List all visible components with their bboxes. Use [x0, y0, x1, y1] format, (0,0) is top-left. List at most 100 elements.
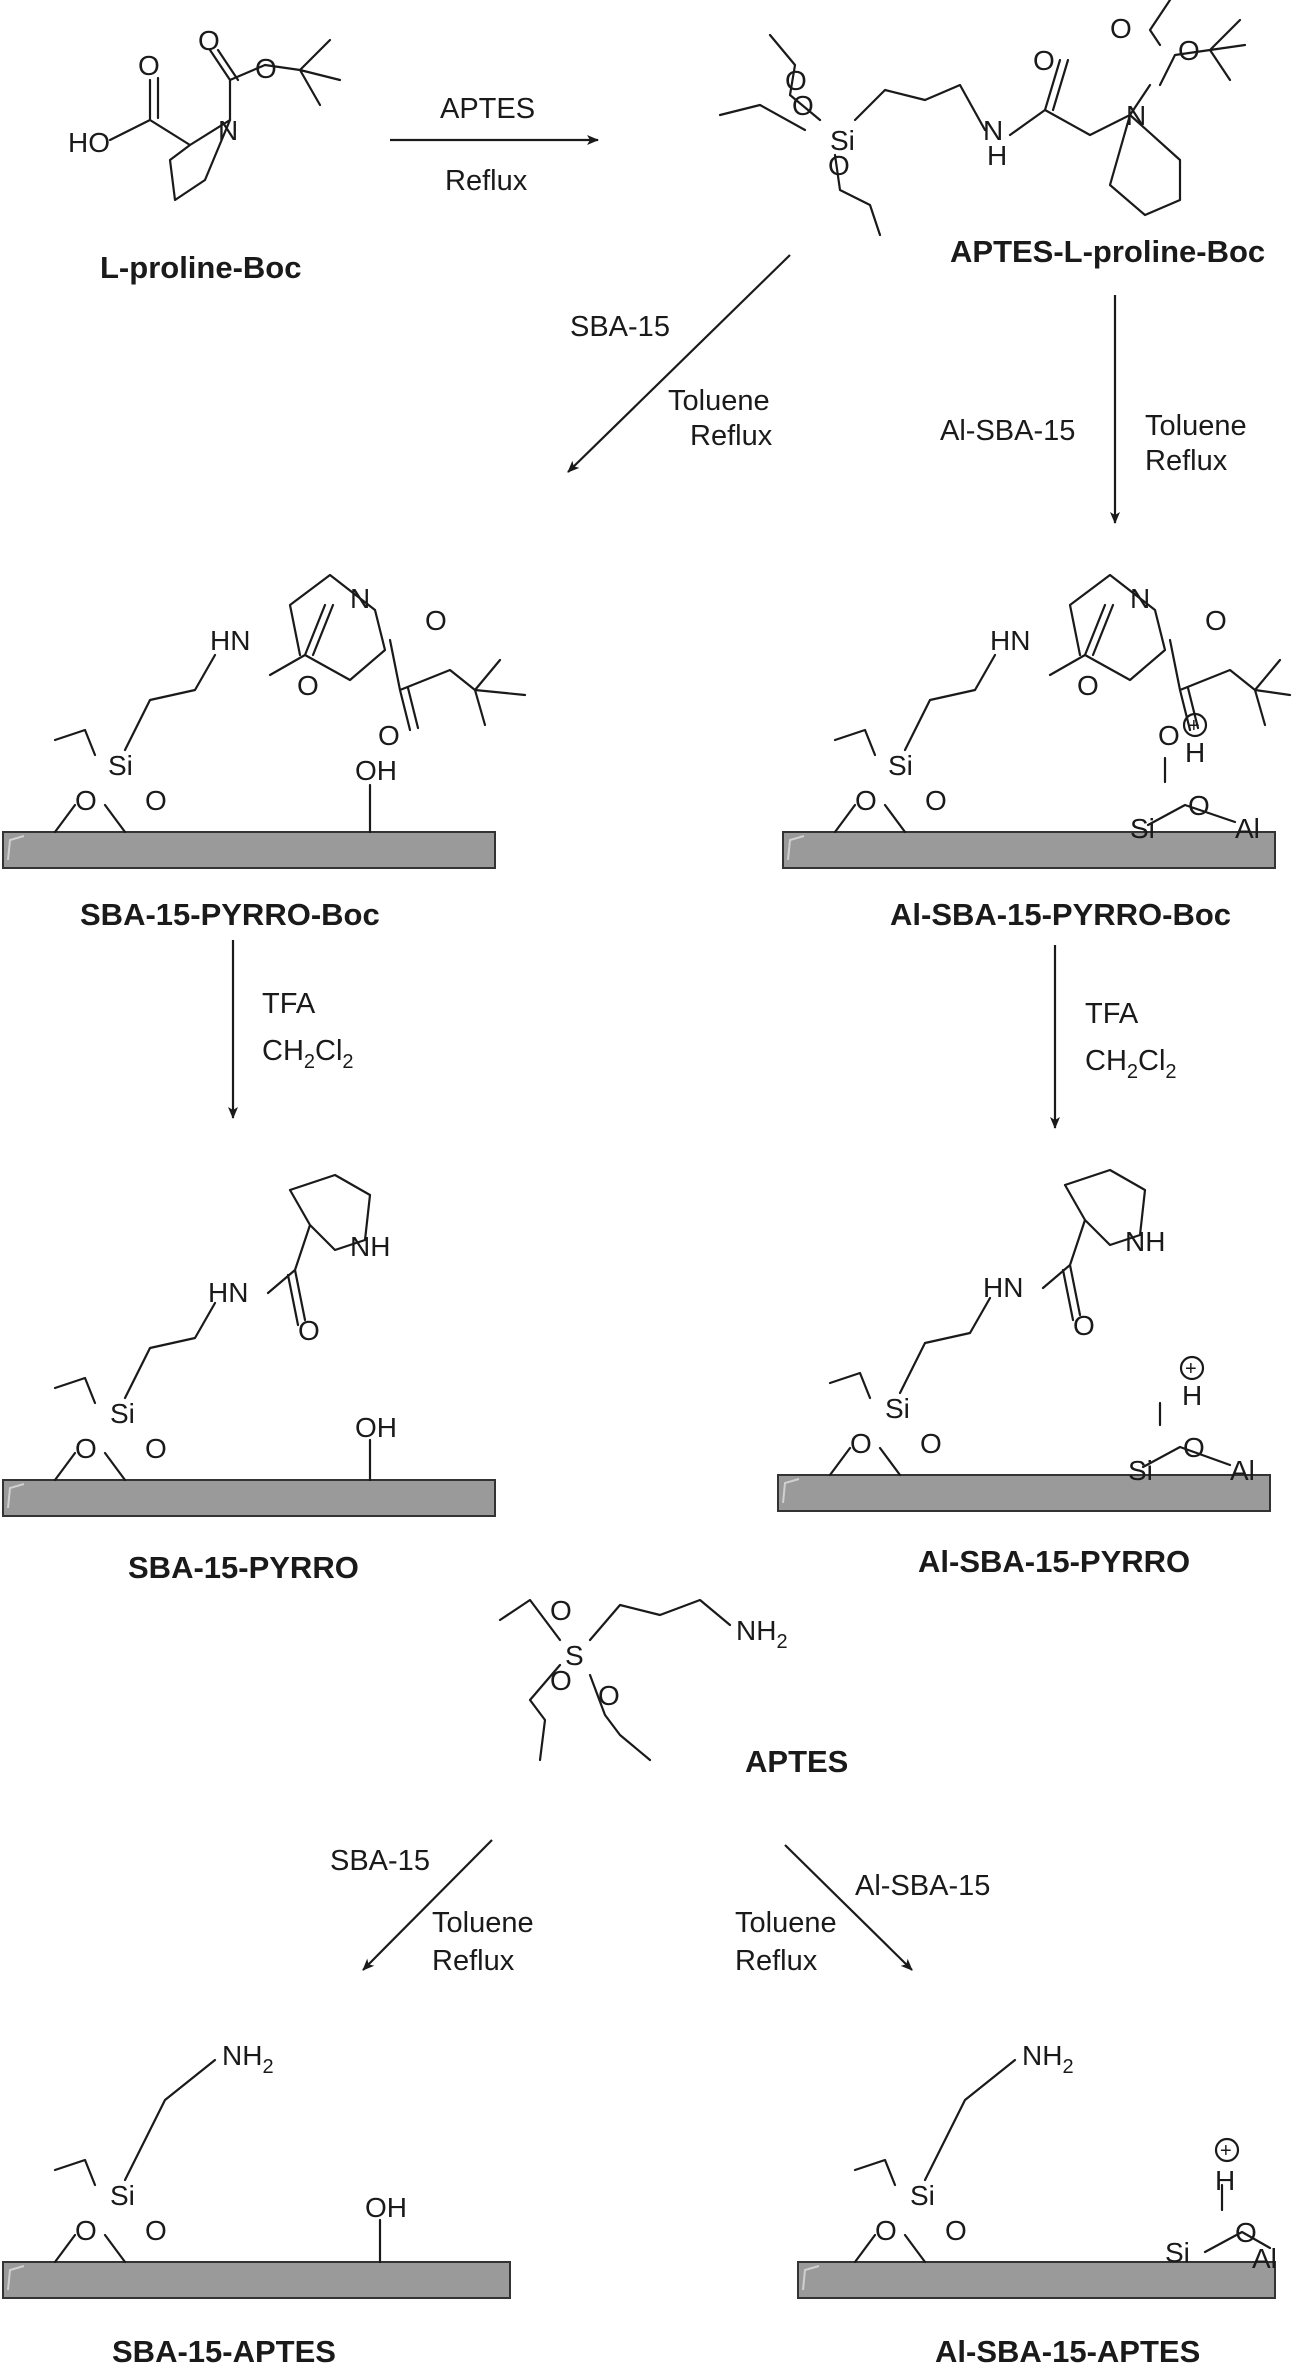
- arrow-down-right: [784, 1844, 913, 1971]
- silica-support: [2, 2261, 511, 2299]
- atom-o: O: [298, 1315, 320, 1346]
- atom-h: H: [1215, 2165, 1235, 2196]
- atom-o: O: [785, 65, 807, 96]
- atom-o: O: [925, 785, 947, 816]
- atom-oh: OH: [355, 1412, 397, 1443]
- atom-si: Si: [888, 750, 913, 781]
- atom-o: O: [1188, 790, 1210, 821]
- cond-reflux: Reflux: [1145, 445, 1228, 477]
- atom-o: O: [1073, 1310, 1095, 1341]
- silica-support: [2, 831, 496, 869]
- cond-al-sba15: Al-SBA-15: [855, 1870, 990, 1902]
- atom-o: O: [75, 785, 97, 816]
- label-aptes: APTES: [745, 1744, 848, 1779]
- label-al-sba15-pyrro-boc: Al-SBA-15-PYRRO-Boc: [890, 897, 1231, 932]
- al-sba15-aptes-structure: Si O O NH2 + H O Si Al: [797, 2040, 1277, 2299]
- atom-si: Si: [1165, 2237, 1190, 2268]
- atom-h: H: [987, 140, 1007, 171]
- al-sba15-pyrro-structure: Si O O HN O NH + H O Si Al: [777, 1168, 1271, 1512]
- atom-o: O: [75, 1433, 97, 1464]
- atom-o: O: [792, 90, 814, 121]
- sba15-pyrro-boc-structure: Si O O HN O N O O OH: [2, 573, 527, 869]
- atom-nh2: NH2: [1022, 2040, 1074, 2078]
- atom-s: S: [565, 1640, 584, 1671]
- cond-ch2cl2: CH2Cl2: [1085, 1045, 1177, 1083]
- charge-plus: +: [1185, 1358, 1197, 1380]
- cond-reflux: Reflux: [735, 1945, 818, 1977]
- atom-hn: HN: [983, 1272, 1023, 1303]
- atom-hn: HN: [210, 625, 250, 656]
- atom-o: O: [425, 605, 447, 636]
- atom-o: O: [855, 785, 877, 816]
- charge-plus: +: [1188, 715, 1200, 737]
- atom-o: O: [1178, 35, 1200, 66]
- cond-toluene: Toluene: [432, 1907, 534, 1939]
- atom-hn: HN: [208, 1277, 248, 1308]
- cond-sba15: SBA-15: [570, 311, 670, 343]
- atom-o: O: [850, 1428, 872, 1459]
- atom-o: O: [1158, 720, 1180, 751]
- al-sba15-pyrro-boc-structure: Si O O HN O N O O + H O Si Al: [782, 573, 1292, 869]
- cond-toluene: Toluene: [1145, 410, 1247, 442]
- atom-o: O: [828, 150, 850, 181]
- arrow-down-left: [567, 254, 791, 473]
- atom-nh: NH: [350, 1231, 390, 1262]
- atom-al: Al: [1235, 813, 1260, 844]
- atom-n: N: [218, 115, 238, 146]
- atom-n: N: [983, 115, 1003, 146]
- atom-si: Si: [830, 125, 855, 156]
- label-al-sba15-pyrro: Al-SBA-15-PYRRO: [918, 1544, 1190, 1579]
- atom-o: O: [1033, 45, 1055, 76]
- atom-si: Si: [108, 750, 133, 781]
- atom-si: Si: [1128, 1455, 1153, 1486]
- atom-n: N: [350, 583, 370, 614]
- cond-sba15: SBA-15: [330, 1845, 430, 1877]
- atom-n: N: [1130, 583, 1150, 614]
- silica-support: [782, 831, 1276, 869]
- cond-reflux: Reflux: [432, 1945, 515, 1977]
- atom-oh: OH: [365, 2192, 407, 2223]
- l-proline-boc-structure: HO O N O O: [68, 25, 342, 202]
- cond-tfa: TFA: [1085, 998, 1139, 1030]
- atom-oh: OH: [355, 755, 397, 786]
- aptes-l-proline-boc-structure: Si O O O N H O N O O: [718, 0, 1247, 237]
- atom-si: Si: [110, 2180, 135, 2211]
- silica-support: [777, 1474, 1271, 1512]
- positive-charge-icon: [1179, 1355, 1205, 1381]
- atom-nh2: NH2: [736, 1615, 788, 1653]
- atom-o: O: [1235, 2217, 1257, 2248]
- cond-toluene: Toluene: [668, 385, 770, 417]
- atom-si: Si: [910, 2180, 935, 2211]
- cond-tfa: TFA: [262, 988, 316, 1020]
- atom-o: O: [1110, 13, 1132, 44]
- cond-ch2cl2: CH2Cl2: [262, 1035, 354, 1073]
- atom-o: O: [875, 2215, 897, 2246]
- atom-si: Si: [1130, 813, 1155, 844]
- cond-al-sba15: Al-SBA-15: [940, 415, 1075, 447]
- atom-o: O: [550, 1595, 572, 1626]
- atom-o: O: [138, 50, 160, 81]
- atom-o: O: [920, 1428, 942, 1459]
- sba15-aptes-structure: Si O O NH2 OH: [2, 2040, 511, 2299]
- atom-o: O: [145, 1433, 167, 1464]
- atom-h: H: [1182, 1380, 1202, 1411]
- positive-charge-icon: [1182, 712, 1208, 738]
- atom-nh2: NH2: [222, 2040, 274, 2078]
- cond-reflux: Reflux: [445, 165, 528, 197]
- atom-o: O: [550, 1665, 572, 1696]
- aptes-structure: S O O O NH2: [498, 1595, 788, 1762]
- atom-o: O: [198, 25, 220, 56]
- atom-o: O: [1183, 1432, 1205, 1463]
- charge-plus: +: [1220, 2140, 1232, 2162]
- atom-al: Al: [1252, 2243, 1277, 2274]
- label-al-sba15-aptes: Al-SBA-15-APTES: [935, 2334, 1200, 2369]
- atom-o: O: [297, 670, 319, 701]
- atom-al: Al: [1230, 1455, 1255, 1486]
- positive-charge-icon: [1214, 2137, 1240, 2163]
- cond-reflux: Reflux: [690, 420, 773, 452]
- atom-o: O: [145, 785, 167, 816]
- cond-toluene: Toluene: [735, 1907, 837, 1939]
- atom-o: O: [1077, 670, 1099, 701]
- label-l-proline-boc: L-proline-Boc: [100, 250, 302, 285]
